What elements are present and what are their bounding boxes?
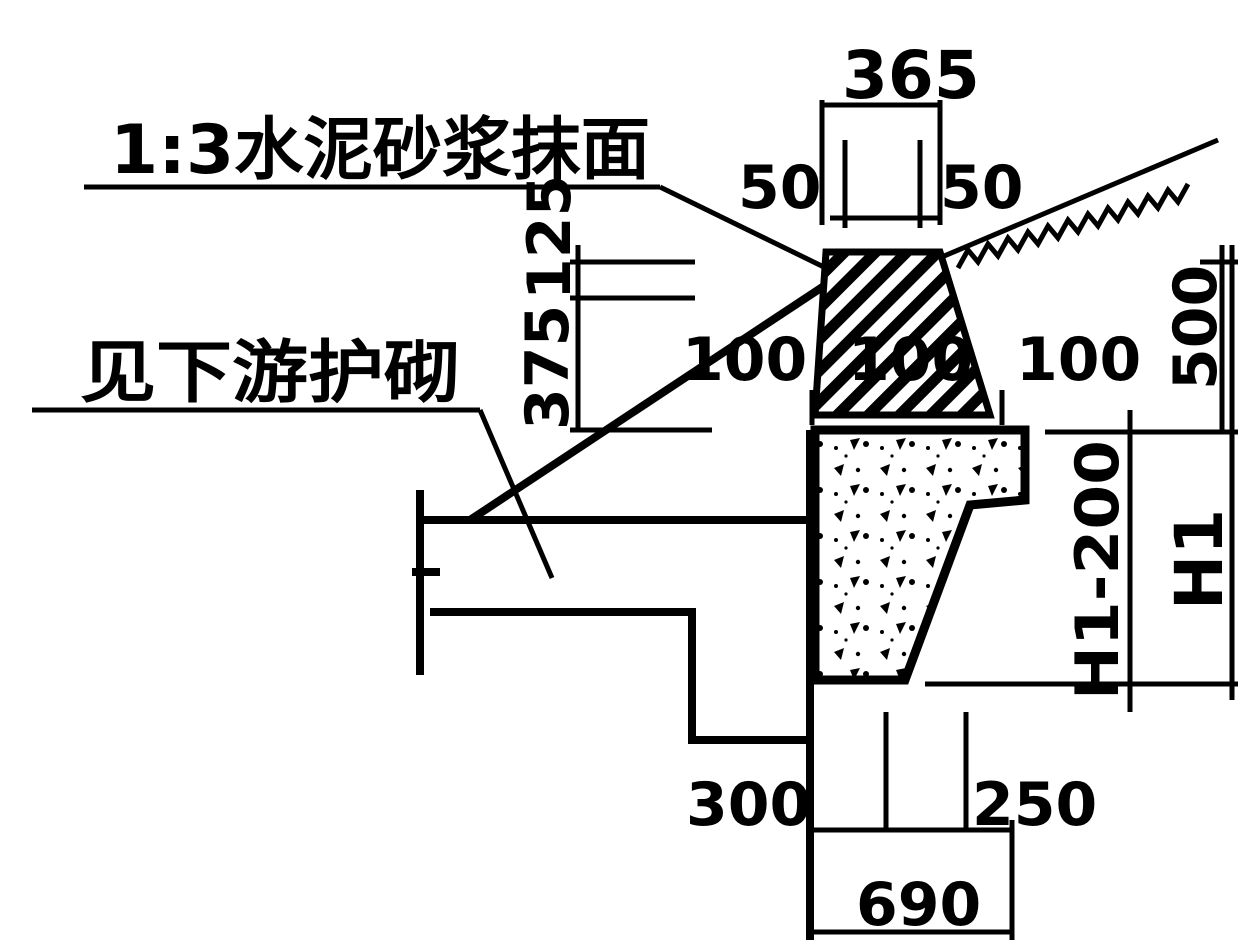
- dim-right-500: 500: [1161, 265, 1231, 390]
- dimension-lines: [570, 100, 1238, 940]
- dim-left-100: 100: [682, 325, 807, 395]
- dim-right-100: 100: [1016, 325, 1141, 395]
- dim-right-offset: 50: [940, 153, 1024, 223]
- dim-h1-minus: H1-200: [1063, 440, 1133, 700]
- dim-bottom-300: 300: [686, 770, 811, 840]
- channel-structure: [412, 430, 814, 940]
- mortar-finish-callout: 1:3水泥砂浆抹面: [110, 111, 650, 190]
- dim-center-100: 100: [848, 325, 973, 395]
- concrete-wall: [810, 425, 1030, 685]
- dim-top-width: 365: [842, 37, 980, 114]
- cap-block: [811, 248, 995, 419]
- see-below-leader: [32, 407, 555, 579]
- dim-bottom-total: 690: [856, 870, 981, 940]
- dim-v-375: 375: [513, 305, 583, 430]
- mortar-finish-leader: [84, 184, 832, 273]
- see-below-callout: 见下游护砌: [80, 334, 460, 413]
- slope-line: [467, 278, 833, 524]
- embankment-slope: [929, 137, 1219, 270]
- dim-left-offset: 50: [738, 153, 822, 223]
- dim-v-125: 125: [515, 175, 585, 300]
- dim-h1: H1: [1161, 509, 1238, 610]
- dim-bottom-250: 250: [972, 770, 1097, 840]
